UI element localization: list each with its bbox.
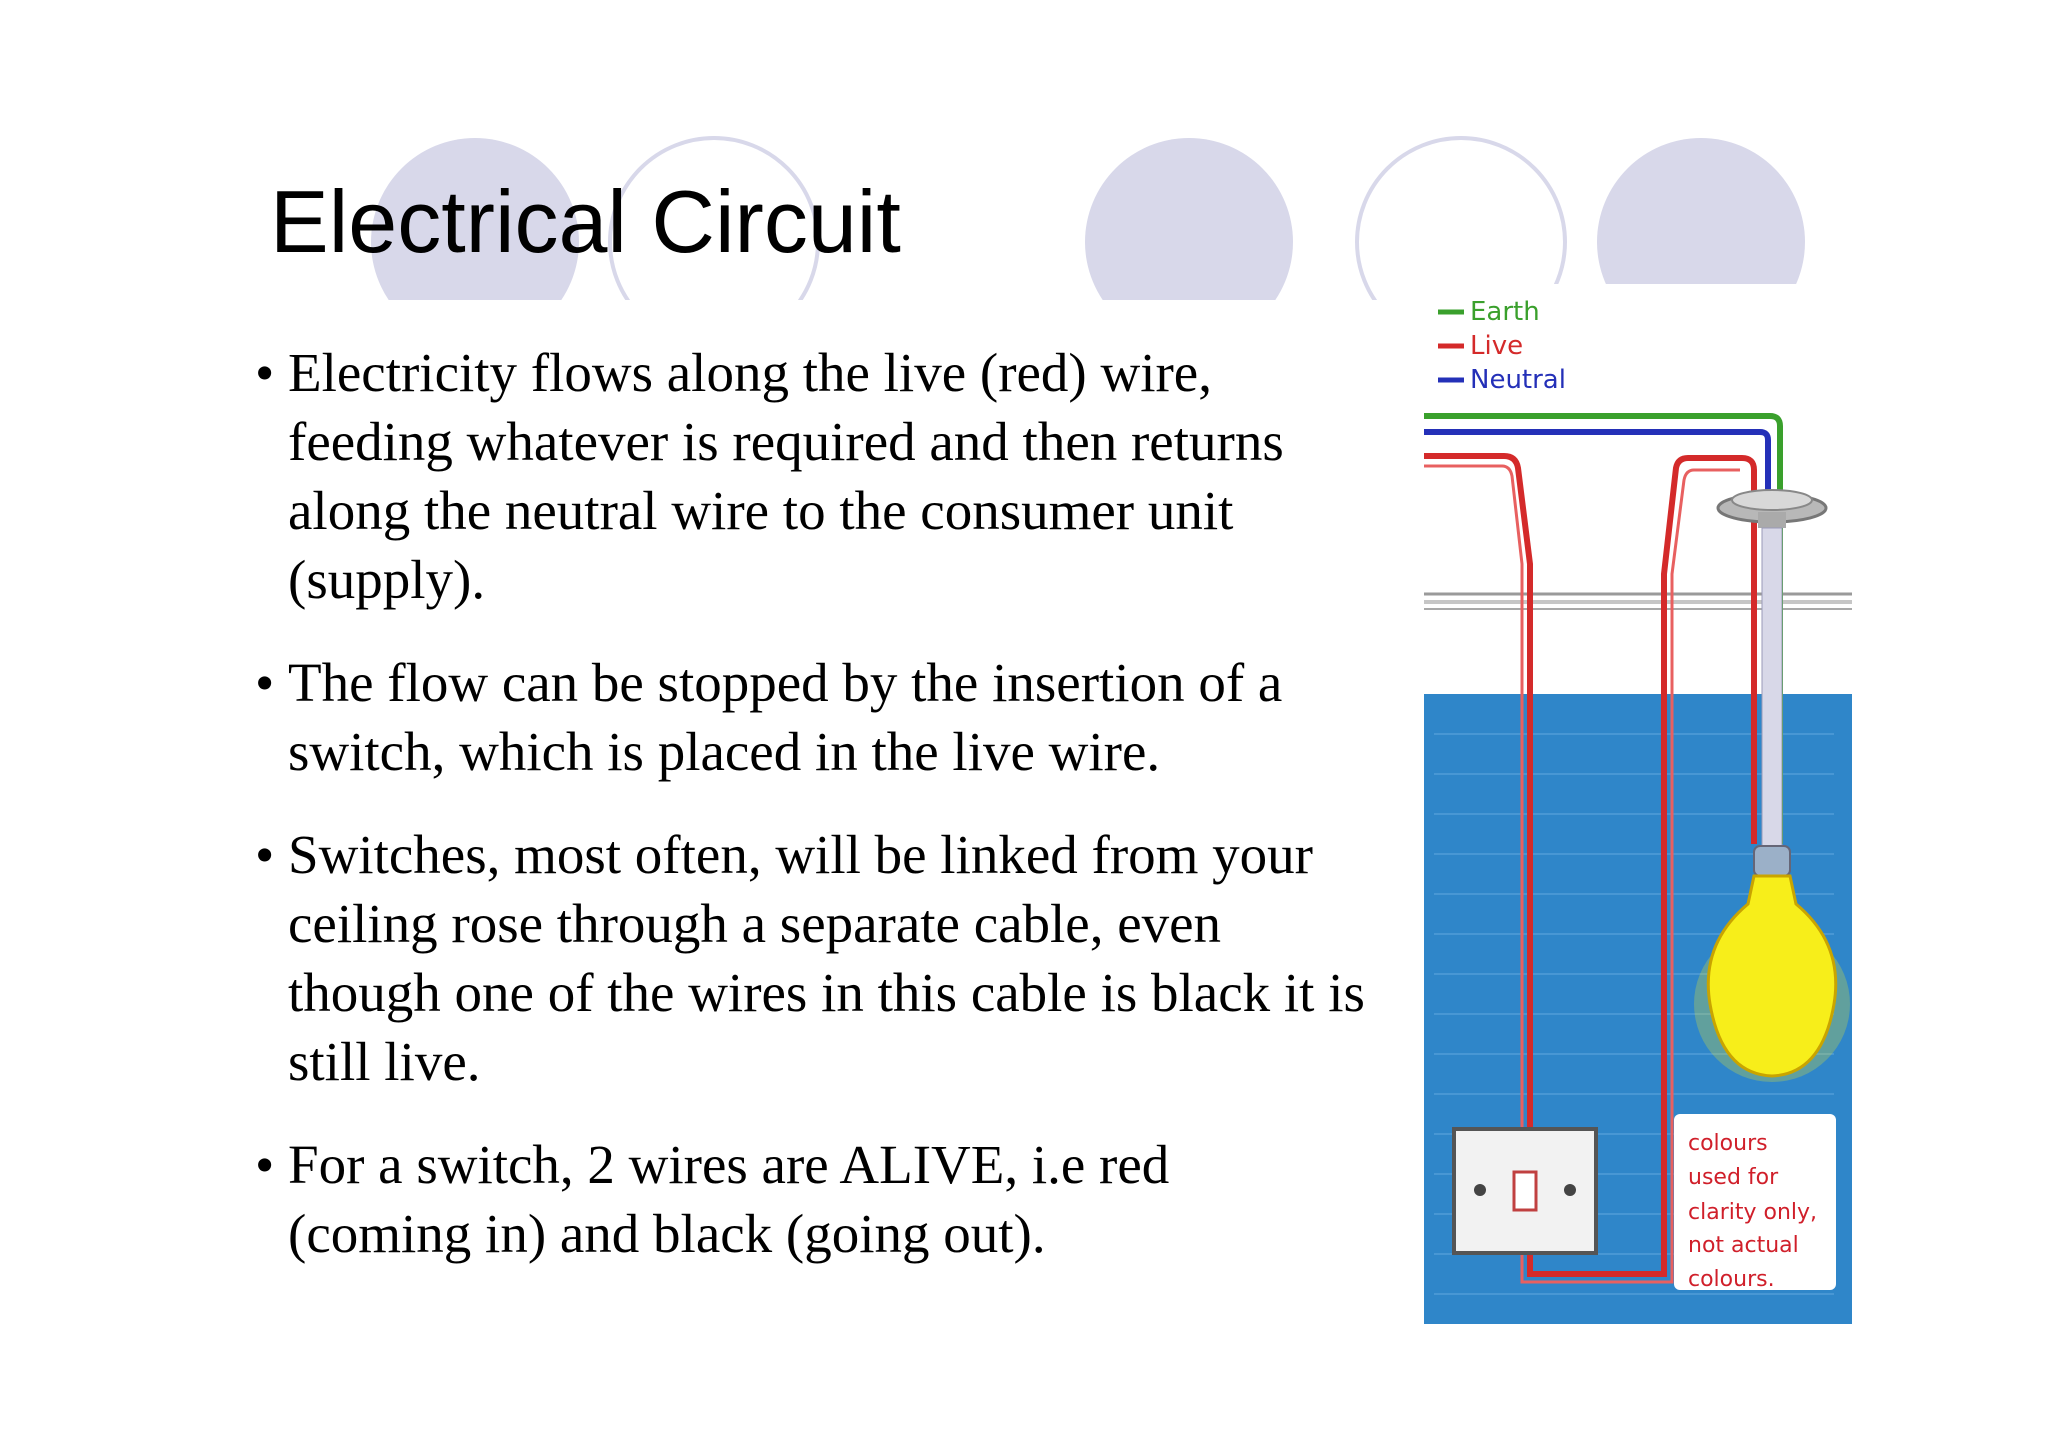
decorative-circles: [371, 136, 1805, 300]
ceiling-rose: [1716, 489, 1828, 528]
slide-title: Electrical Circuit: [270, 172, 901, 271]
legend-label-neutral: Neutral: [1470, 365, 1566, 395]
wire-legend: Earth Live Neutral: [1438, 297, 1566, 395]
decor-circle-filled: [371, 138, 579, 300]
bullet-text: For a switch, 2 wires are ALIVE, i.e red…: [288, 1134, 1170, 1264]
bullet-list: •Electricity flows along the live (red) …: [255, 338, 1365, 1302]
note-line: colours.: [1688, 1267, 1775, 1292]
bullet-text: The flow can be stopped by the insertion…: [288, 652, 1283, 782]
colour-note: colours used for clarity only, not actua…: [1674, 1114, 1836, 1292]
live-wire: [1424, 453, 1757, 1277]
bullet-item: •Switches, most often, will be linked fr…: [255, 820, 1365, 1096]
note-line: not actual: [1688, 1233, 1799, 1258]
light-switch: [1452, 1127, 1598, 1255]
bullet-text: Electricity flows along the live (red) w…: [288, 342, 1284, 610]
neutral-wire: [1424, 429, 1771, 844]
bullet-marker: •: [255, 342, 275, 403]
bullet-item: •For a switch, 2 wires are ALIVE, i.e re…: [255, 1130, 1365, 1268]
decor-circle-filled: [1597, 138, 1805, 300]
bullet-text: Switches, most often, will be linked fro…: [288, 824, 1365, 1092]
bullet-marker: •: [255, 1134, 275, 1195]
bullet-item: •Electricity flows along the live (red) …: [255, 338, 1365, 614]
light-bulb-icon: [1694, 845, 1850, 1082]
legend-label-live: Live: [1470, 331, 1523, 361]
decor-circle-outline: [608, 136, 820, 300]
earth-wire: [1424, 413, 1783, 844]
bullet-marker: •: [255, 652, 275, 713]
note-line: colours: [1688, 1131, 1768, 1156]
pendant-flex: [1761, 527, 1783, 849]
switch-return-wire: [1424, 464, 1740, 1284]
note-line: used for: [1688, 1165, 1779, 1190]
bullet-marker: •: [255, 824, 275, 885]
legend-label-earth: Earth: [1470, 297, 1540, 327]
decor-circle-outline: [1355, 136, 1567, 300]
bullet-item: •The flow can be stopped by the insertio…: [255, 648, 1365, 786]
decor-circle-filled: [1085, 138, 1293, 300]
circuit-diagram: Earth Live Neutral: [1424, 284, 1852, 1324]
note-line: clarity only,: [1688, 1200, 1817, 1225]
